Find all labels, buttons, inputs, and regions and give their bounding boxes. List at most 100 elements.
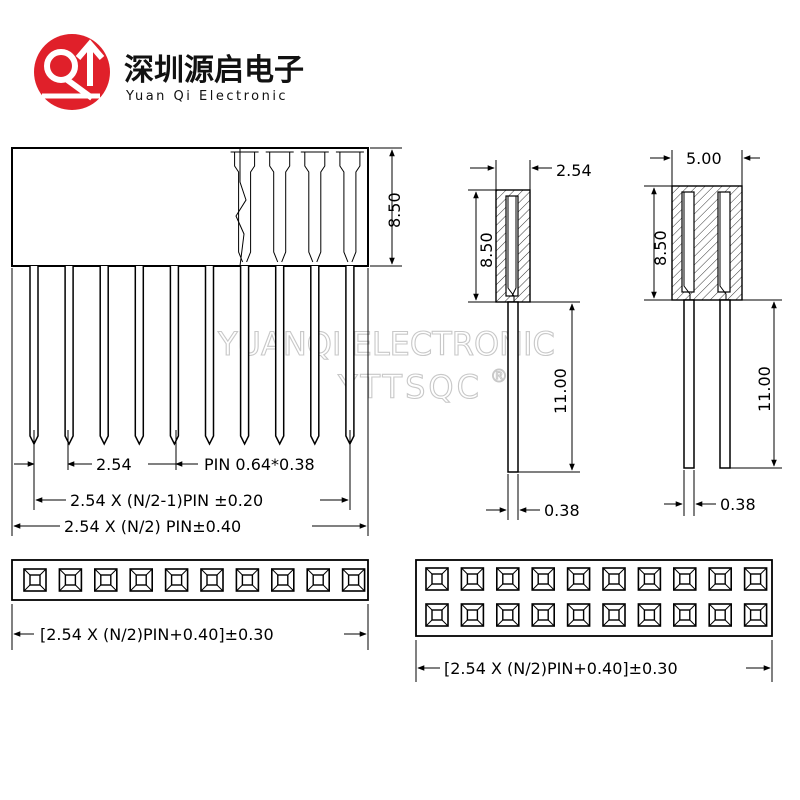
front-pin (64, 266, 74, 446)
top-double-contact-chamfer (638, 603, 661, 627)
side-single-height-label: 8.50 (477, 232, 496, 268)
top-single-contact-inner (170, 574, 183, 586)
top-single-contact-chamfer (94, 568, 118, 592)
top-double-contact-chamfer (602, 603, 626, 627)
brand-name-en: Yuan Qi Electronic (125, 89, 288, 104)
top-double-contact-inner (466, 573, 479, 585)
top-double-contact-inner (572, 573, 585, 585)
top-single-contact-chamfer (200, 568, 224, 592)
front-pitch-label: 2.54 (96, 455, 132, 474)
top-single-contact-chamfer (165, 568, 188, 592)
front-pin (345, 266, 355, 446)
top-double-contact-inner (466, 609, 479, 621)
top-single-length-label: [2.54 X (N/2)PIN+0.40]±0.30 (40, 625, 274, 644)
side-double-width-label: 5.00 (686, 149, 722, 168)
top-single-contact-inner (277, 574, 289, 586)
top-double-contact-chamfer (461, 567, 484, 591)
top-double-contact-inner (679, 573, 691, 585)
top-single-contact-inner (64, 574, 77, 586)
side-single-pin-length-label: 11.00 (551, 368, 570, 414)
front-cutaway-contact (234, 152, 256, 263)
top-double-contact-chamfer (531, 603, 555, 627)
top-double-contact-chamfer (673, 603, 697, 627)
top-single-contact-chamfer (342, 568, 365, 592)
top-double-contact-chamfer (531, 567, 555, 591)
side-double-pin-length-label: 11.00 (755, 366, 774, 412)
side-double-height-label: 8.50 (651, 230, 670, 266)
top-single-contact-chamfer (271, 568, 295, 592)
top-double-contact-chamfer (673, 567, 697, 591)
top-single-contact-chamfer (23, 568, 47, 592)
brand-logo (34, 34, 110, 110)
top-single-contact-chamfer (59, 568, 82, 592)
top-double-contact-chamfer (425, 603, 449, 627)
logo-mark (42, 39, 105, 101)
top-double-contact-chamfer (638, 567, 661, 591)
front-view-cutaway-line (235, 148, 247, 267)
top-double-contact-chamfer (744, 567, 767, 591)
front-pin (204, 266, 215, 446)
front-pin (29, 266, 39, 446)
top-single-contact-chamfer (306, 568, 330, 592)
top-double-contact-chamfer (496, 603, 520, 627)
front-view-housing (11, 147, 369, 267)
top-double-contact-chamfer (602, 567, 626, 591)
front-pin (239, 266, 250, 446)
side-double-pin-thickness-label: 0.38 (720, 495, 756, 514)
top-double-contact-inner (643, 609, 656, 621)
top-double-contact-inner (714, 609, 726, 621)
front-pin (169, 266, 180, 446)
top-double-contact-inner (608, 609, 620, 621)
front-view-pins (29, 266, 355, 446)
watermark-registered-mark: ® (490, 366, 508, 387)
top-double-contact-inner (572, 609, 585, 621)
top-double-contact-inner (714, 573, 726, 585)
top-double-contact-inner (537, 609, 549, 621)
front-view: 8.50 2.54 PIN 0.64*0.38 2.54 X (N/2-1)PI… (11, 147, 404, 536)
top-double-contact-inner (679, 609, 691, 621)
side-single-width-label: 2.54 (556, 161, 592, 180)
front-cutaway-contact (339, 152, 361, 263)
front-cutaway-contact (269, 152, 291, 263)
top-double-contact-inner (431, 609, 443, 621)
top-single-contact-inner (100, 574, 112, 586)
top-double-contacts (425, 567, 768, 627)
top-single-contact-inner (312, 574, 324, 586)
top-single-contact-inner (347, 574, 360, 586)
side-view-single-row: 2.54 8.50 11.00 0.38 (468, 160, 592, 520)
top-double-contact-chamfer (708, 567, 732, 591)
front-view-cutaway-contacts (230, 151, 364, 263)
front-cutaway-contact (304, 152, 326, 263)
top-double-contact-chamfer (567, 567, 590, 591)
front-pin (310, 266, 320, 446)
top-single-contact-chamfer (129, 568, 153, 592)
top-double-contact-chamfer (744, 603, 767, 627)
side-view-double-row: 5.00 8.50 11.00 0.38 (644, 149, 782, 516)
top-view-double-row: [2.54 X (N/2)PIN+0.40]±0.30 (415, 559, 773, 682)
front-pin (274, 266, 285, 446)
top-single-contact-chamfer (236, 568, 259, 592)
top-single-contact-inner (29, 574, 41, 586)
top-double-length-label: [2.54 X (N/2)PIN+0.40]±0.30 (444, 659, 678, 678)
top-double-contact-inner (749, 573, 762, 585)
brand-name-cn: 深圳源启电子 (124, 53, 304, 88)
front-inner-span-label: 2.54 X (N/2-1)PIN ±0.20 (70, 491, 263, 510)
watermark-line2: YTTSQC (337, 368, 482, 406)
top-single-contact-inner (241, 574, 254, 586)
top-double-contact-chamfer (496, 567, 520, 591)
top-double-contact-inner (608, 573, 620, 585)
front-height-label: 8.50 (385, 192, 404, 228)
top-view-single-row: [2.54 X (N/2)PIN+0.40]±0.30 (11, 559, 369, 650)
top-double-contact-inner (502, 609, 514, 621)
top-single-contact-inner (135, 574, 147, 586)
top-double-contact-chamfer (425, 567, 449, 591)
front-pin-size-label: PIN 0.64*0.38 (204, 455, 315, 474)
top-double-contact-inner (502, 573, 514, 585)
top-double-contact-inner (537, 573, 549, 585)
top-double-contact-inner (643, 573, 656, 585)
side-double-pin-right (719, 299, 731, 469)
top-single-contact-inner (206, 574, 218, 586)
front-pin (134, 266, 145, 446)
top-double-contact-chamfer (708, 603, 732, 627)
